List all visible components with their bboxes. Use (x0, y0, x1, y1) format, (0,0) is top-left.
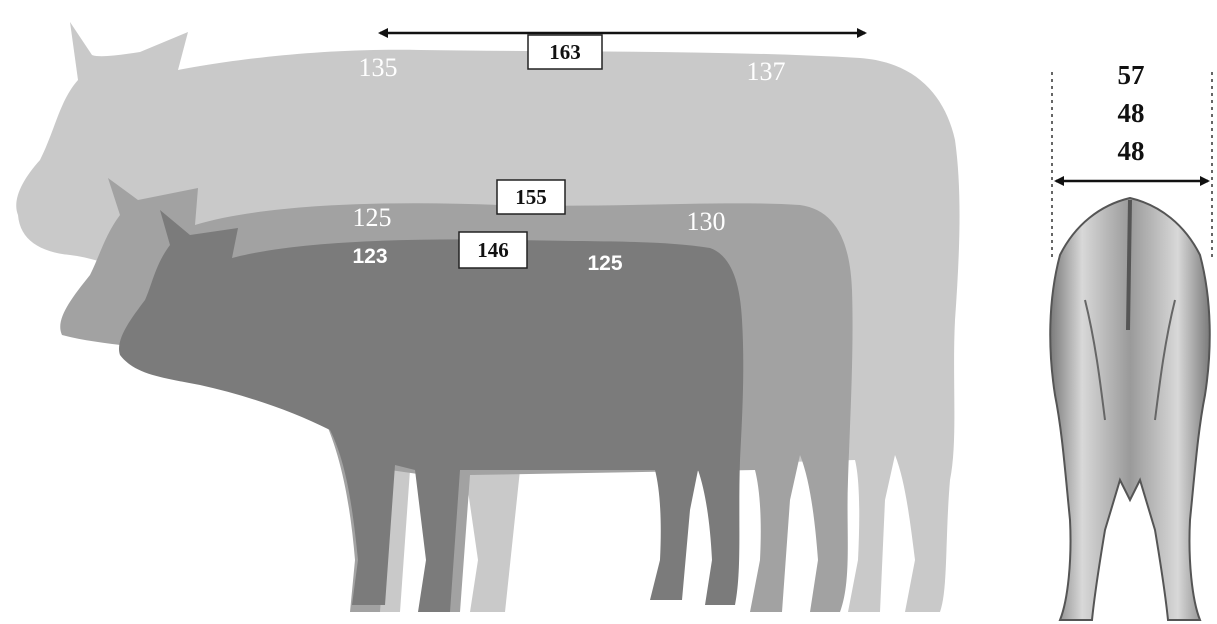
medium-withers-height-label: 125 (353, 203, 392, 232)
large-body-length-box: 163 (528, 35, 602, 69)
large-withers-height-label: 135 (359, 53, 398, 82)
medium-rump-height-label: 130 (687, 207, 726, 236)
small-withers-height-label: 123 (352, 245, 387, 268)
rear-width-small-label: 48 (1118, 136, 1145, 166)
medium-body-length-label: 155 (515, 185, 547, 209)
small-body-length-label: 146 (477, 238, 509, 262)
rear-width-medium-label: 48 (1118, 98, 1145, 128)
large-body-length-label: 163 (549, 40, 581, 64)
small-rump-height-label: 125 (587, 252, 622, 275)
small-body-length-box: 146 (459, 232, 527, 268)
small-cow-silhouette (119, 210, 743, 612)
large-rump-height-label: 137 (747, 57, 786, 86)
rear-width-large-label: 57 (1118, 60, 1145, 90)
rear-view-cow (1050, 198, 1209, 620)
medium-body-length-box: 155 (497, 180, 565, 214)
